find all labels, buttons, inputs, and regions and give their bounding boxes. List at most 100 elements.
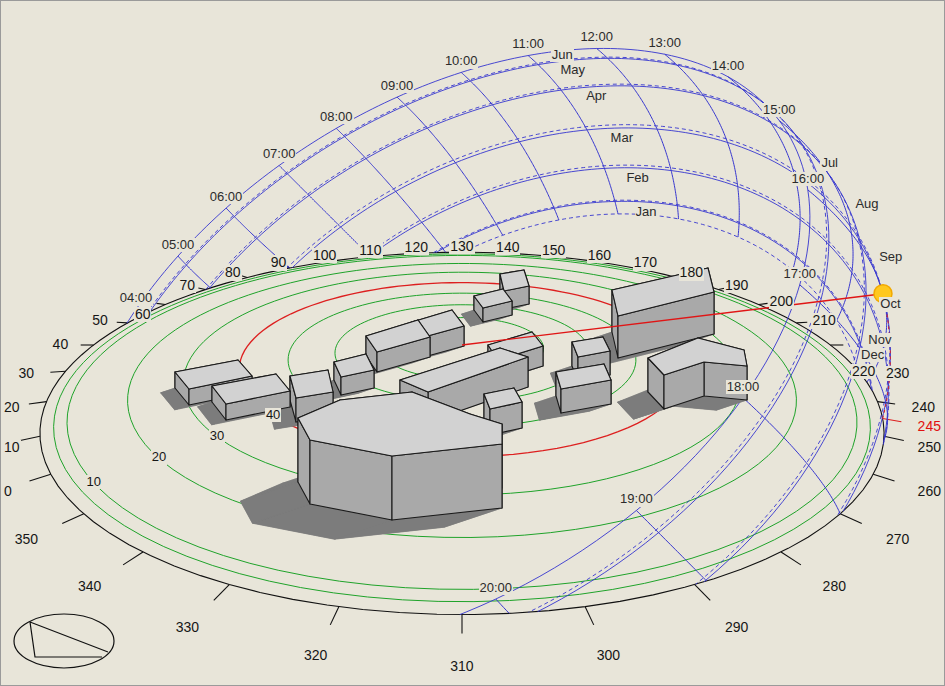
azimuth-label: 300: [596, 648, 621, 663]
building-roof: [298, 392, 502, 456]
azimuth-label: 180: [679, 265, 704, 280]
building-roof: [556, 364, 611, 389]
building-roof: [474, 289, 512, 308]
month-label: Nov: [867, 333, 892, 347]
azimuth-label: 170: [633, 255, 658, 270]
building-roof: [212, 374, 290, 404]
azimuth-label: 80: [224, 265, 242, 280]
hour-line: [728, 77, 800, 271]
hour-label: 12:00: [579, 30, 614, 44]
hour-line: [808, 190, 887, 382]
hour-line: [279, 165, 370, 256]
azimuth-tick: [461, 615, 462, 634]
azimuth-label: 190: [724, 278, 749, 293]
hour-line: [461, 72, 559, 220]
sun-path-curve: [206, 84, 864, 584]
azimuth-tick: [695, 585, 711, 601]
azimuth-tick: [759, 303, 768, 304]
building: [334, 354, 374, 395]
azimuth-label: 160: [587, 248, 612, 263]
altitude-label: 20: [151, 450, 167, 464]
hour-label: 19:00: [619, 492, 654, 506]
building-roof: [400, 348, 528, 392]
azimuth-label: 110: [358, 243, 382, 258]
azimuth-label: 60: [134, 307, 152, 322]
hour-line: [397, 97, 503, 235]
ground-ring: [128, 263, 797, 537]
hour-label: 09:00: [380, 79, 415, 93]
month-label: Sep: [878, 250, 903, 264]
azimuth-tick: [330, 607, 339, 625]
azimuth-tick: [198, 288, 205, 290]
azimuth-label: 40: [52, 337, 70, 352]
north-icon: [14, 614, 114, 668]
azimuth-label: 90: [270, 255, 288, 270]
azimuth-label: 350: [14, 532, 39, 547]
hour-line: [743, 398, 840, 514]
ground-ring: [54, 254, 871, 602]
azimuth-label: 230: [885, 366, 910, 381]
azimuth-tick: [81, 344, 94, 345]
hour-label: 04:00: [119, 291, 154, 305]
hour-label: 15:00: [762, 103, 797, 117]
hour-line: [528, 56, 618, 214]
azimuth-label: 120: [404, 240, 429, 255]
hour-line: [665, 54, 740, 237]
building-roof: [572, 337, 610, 357]
azimuth-tick: [117, 322, 128, 324]
azimuth-tick: [123, 552, 143, 565]
sun-path-curve: [127, 48, 810, 614]
sun-group: [462, 285, 892, 419]
buildings: [175, 268, 747, 520]
icon-triangle: [30, 622, 108, 657]
building-roof: [290, 370, 333, 398]
sky-dome: [127, 48, 891, 614]
hour-line: [496, 599, 509, 613]
azimuth-tick: [781, 552, 801, 565]
hour-label: 14:00: [711, 59, 746, 73]
azimuth-tick: [29, 474, 50, 481]
hour-label: 18:00: [726, 380, 761, 394]
icon-ellipse: [14, 614, 114, 668]
building: [556, 364, 611, 413]
hour-label: 07:00: [262, 147, 297, 161]
azimuth-label: 270: [885, 532, 910, 547]
azimuth-label: 50: [91, 313, 109, 328]
month-label: Jan: [635, 205, 658, 219]
month-label: Apr: [585, 89, 607, 103]
hour-label: 11:00: [511, 37, 545, 51]
month-label: Jul: [820, 156, 839, 170]
hour-line: [336, 128, 445, 252]
sun-path-curve: [209, 86, 866, 582]
month-label: Oct: [879, 297, 901, 311]
azimuth-label: 250: [917, 440, 942, 455]
building: [474, 289, 512, 322]
ground-ring: [67, 255, 857, 589]
month-label: Dec: [860, 348, 885, 362]
azimuth-label: 30: [18, 366, 36, 381]
month-label: Jun: [551, 48, 574, 62]
building: [298, 392, 502, 520]
azimuth-label: 320: [303, 648, 328, 663]
azimuth-label: 245: [917, 419, 942, 434]
building-wall: [392, 444, 502, 520]
hour-label: 06:00: [209, 190, 244, 204]
sun-path-curve: [292, 128, 890, 511]
month-label: Feb: [625, 171, 649, 185]
azimuth-tick: [873, 474, 894, 481]
hour-label: 16:00: [791, 172, 826, 186]
azimuth-tick: [830, 344, 843, 345]
altitude-label: 40: [265, 408, 281, 422]
azimuth-label: 310: [449, 659, 474, 674]
azimuth-label: 130: [449, 239, 474, 254]
hour-label: 10:00: [444, 54, 479, 68]
azimuth-tick: [840, 514, 862, 524]
sun-path-curve: [369, 168, 889, 442]
month-label: May: [560, 63, 587, 77]
hour-label: 05:00: [161, 238, 196, 252]
hour-label: 08:00: [319, 110, 354, 124]
building-roof: [484, 388, 522, 409]
altitude-label: 30: [209, 429, 225, 443]
azimuth-tick: [214, 585, 230, 601]
sun-path-curve: [147, 57, 826, 612]
